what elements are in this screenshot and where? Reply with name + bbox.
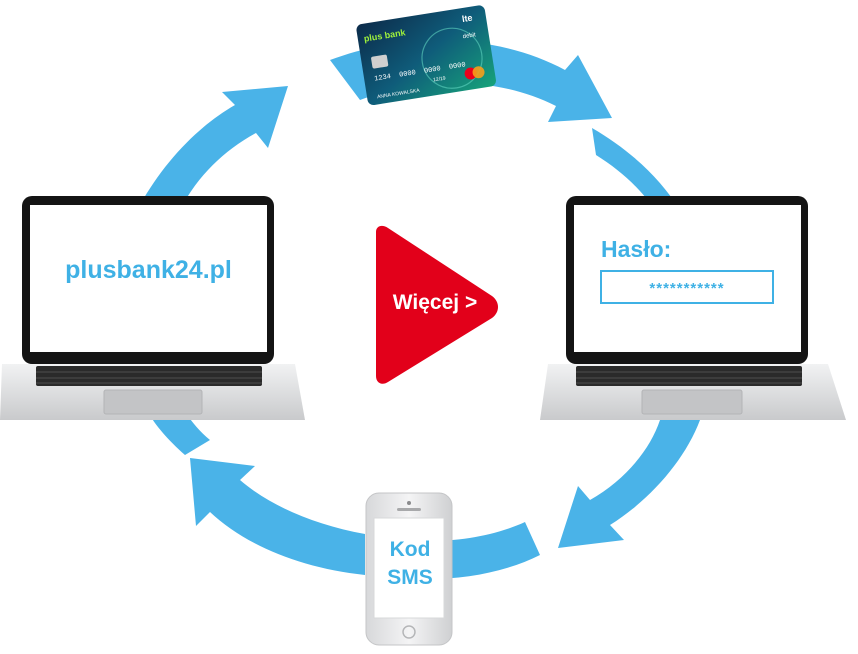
- password-field: [600, 270, 774, 304]
- site-address-text: plusbank24.pl: [65, 256, 232, 284]
- laptop-right-trackpad: [641, 389, 743, 415]
- card-tag: lte: [461, 13, 473, 25]
- laptop-left-keys: [36, 371, 262, 384]
- laptop-right-keys: [576, 371, 802, 384]
- laptop-right-keyboard: [576, 366, 802, 386]
- laptop-left: [0, 196, 305, 420]
- sms-code-line2: SMS: [387, 566, 433, 589]
- mastercard-logo-yellow: [472, 66, 485, 79]
- phone-screen: [373, 517, 445, 619]
- laptop-right: [540, 196, 846, 420]
- cycle-arrow-top-left: [140, 86, 288, 210]
- phone-camera: [407, 501, 411, 505]
- cycle-arrow-right: [592, 128, 680, 210]
- phone-speaker: [397, 508, 421, 511]
- smartphone: [365, 492, 453, 646]
- bank-card: plus bank lte debit 1234 0000 0000 0000 …: [356, 5, 496, 106]
- card-body: [356, 5, 496, 106]
- card-globe-graphic: [421, 27, 483, 89]
- password-mask: ***********: [649, 280, 725, 297]
- cycle-arrow-bottom-left: [190, 458, 365, 575]
- laptop-left-screen: [30, 205, 267, 352]
- card-type: debit: [462, 32, 476, 40]
- cycle-arrow-bottom-right: [558, 420, 700, 548]
- cycle-arrow-left: [148, 412, 210, 455]
- more-button[interactable]: [370, 228, 500, 384]
- more-button-label[interactable]: Więcej >: [392, 291, 478, 314]
- card-chip: [371, 54, 389, 69]
- laptop-left-trackpad: [103, 389, 203, 415]
- laptop-left-keyboard: [36, 366, 262, 386]
- sms-code-line1: Kod: [389, 538, 431, 561]
- password-label: Hasło:: [601, 236, 672, 262]
- phone-home-button: [402, 625, 416, 639]
- card-expiry: 12/19: [433, 75, 447, 83]
- play-button-shape[interactable]: [376, 225, 498, 384]
